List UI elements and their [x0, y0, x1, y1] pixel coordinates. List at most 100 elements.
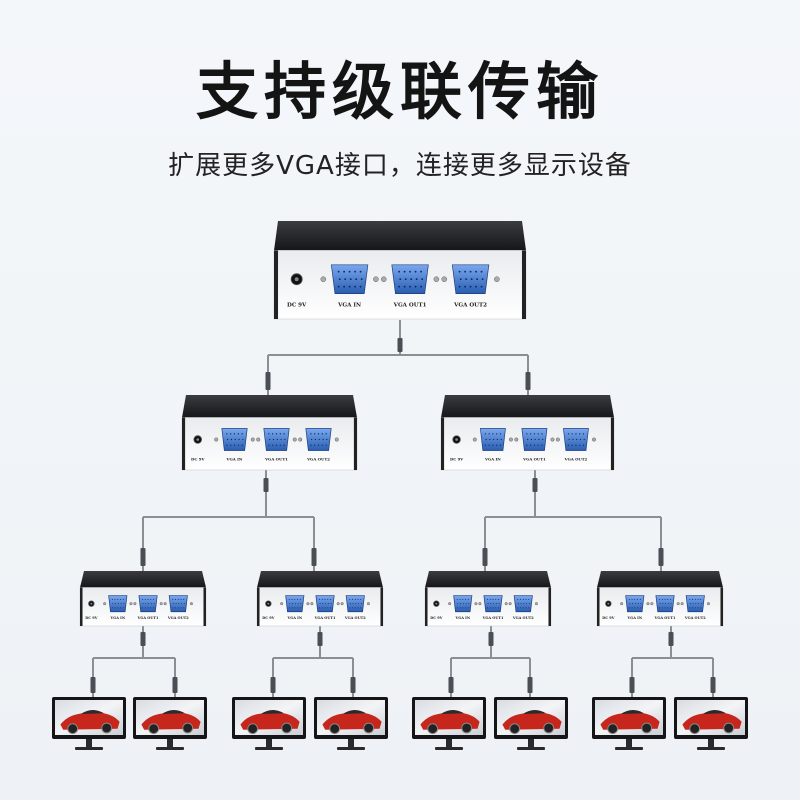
vga-pin [409, 270, 411, 273]
car-wheel [101, 722, 113, 734]
vga-pin [533, 444, 536, 446]
vga-port-icon [521, 428, 548, 451]
port-screw [189, 602, 193, 606]
vga-pin [330, 603, 332, 605]
case-top [425, 571, 551, 588]
vga-pin [321, 444, 323, 446]
vga-pin [354, 607, 356, 609]
vga-pin [692, 607, 694, 609]
vga-pin [314, 438, 317, 441]
vga-pin [354, 598, 356, 600]
cable-plug [482, 548, 488, 566]
cable-plug [172, 677, 178, 693]
vga-pin [689, 598, 691, 600]
vga-pin [409, 285, 411, 288]
vga-pin [520, 603, 522, 605]
vga-pin [579, 433, 581, 435]
vga-pin [237, 433, 239, 435]
vga-pin [467, 598, 469, 600]
vga-port-icon [391, 264, 429, 294]
port-screw [306, 602, 310, 606]
port-screw [159, 602, 163, 606]
case-side-left [80, 587, 83, 626]
vga-pin [354, 270, 356, 273]
vga-pin [292, 603, 294, 605]
vga-pin [525, 607, 527, 609]
power-jack-pin [607, 602, 610, 605]
vga-pin [487, 603, 489, 605]
vga-pin [530, 433, 532, 435]
cable-plug [397, 338, 403, 352]
vga-pin [142, 607, 144, 609]
port-label: VGA OUT1 [482, 616, 504, 620]
port-label: VGA IN [337, 303, 361, 309]
vga-pin [122, 607, 124, 609]
vga-pin [698, 603, 700, 605]
vga-port-icon [563, 428, 589, 451]
port-screw [320, 276, 327, 283]
monitor-neck [528, 739, 534, 747]
cable-plug [140, 548, 146, 566]
car-wheel [182, 722, 194, 734]
port-label: VGA OUT1 [137, 616, 159, 620]
port-screw [334, 437, 339, 442]
port-screw [336, 602, 340, 606]
monitor-icon [232, 697, 306, 750]
case-side-left [425, 587, 428, 626]
vga-pin [147, 607, 149, 609]
cable-plug [527, 677, 533, 693]
port-screw [650, 602, 654, 606]
vga-pin [664, 598, 666, 600]
vga-pin [637, 598, 639, 600]
case-side-right [521, 250, 526, 319]
vga-pin [114, 598, 116, 600]
vga-pin [237, 444, 239, 446]
vga-pin [330, 598, 332, 600]
vga-pin [567, 433, 570, 435]
vga-pin [467, 607, 469, 609]
vga-pin [272, 433, 274, 435]
vga-pin [640, 603, 642, 605]
vga-pin [484, 433, 487, 435]
power-jack-pin [196, 438, 200, 441]
vga-pin [629, 603, 631, 605]
vga-pin [144, 598, 146, 600]
monitor-base [615, 747, 643, 750]
vga-pin [288, 607, 290, 609]
port-screw [292, 437, 297, 442]
monitor-icon [592, 697, 666, 750]
vga-pin [283, 444, 285, 446]
vga-pin [122, 598, 124, 600]
vga-pin [330, 607, 332, 609]
car-wheel [427, 723, 439, 735]
vga-pin [488, 444, 490, 446]
cable-plug [668, 632, 674, 646]
vga-pin [183, 603, 185, 605]
vga-port-icon [330, 264, 369, 294]
port-label: VGA IN [110, 616, 126, 620]
vga-pin [241, 433, 243, 435]
vga-pin [326, 438, 328, 441]
vga-pin [321, 607, 323, 609]
vga-pin [325, 603, 327, 605]
case-side-right [610, 417, 614, 470]
vga-pin [172, 603, 174, 605]
case-side-right [353, 417, 357, 470]
vga-pin [459, 598, 461, 600]
port-label: VGA OUT1 [393, 303, 427, 309]
vga-pin [520, 598, 522, 600]
vga-pin [520, 607, 522, 609]
vga-pin [324, 598, 326, 600]
vga-pin [317, 444, 320, 446]
vga-pin [147, 598, 149, 600]
port-screw [441, 276, 448, 283]
vga-pin [480, 270, 483, 273]
power-jack-pin [435, 602, 438, 605]
case-side-right [548, 587, 551, 626]
vga-pin [665, 603, 667, 605]
vga-pin [300, 603, 302, 605]
vga-pin [268, 433, 270, 435]
vga-pin [414, 285, 417, 288]
